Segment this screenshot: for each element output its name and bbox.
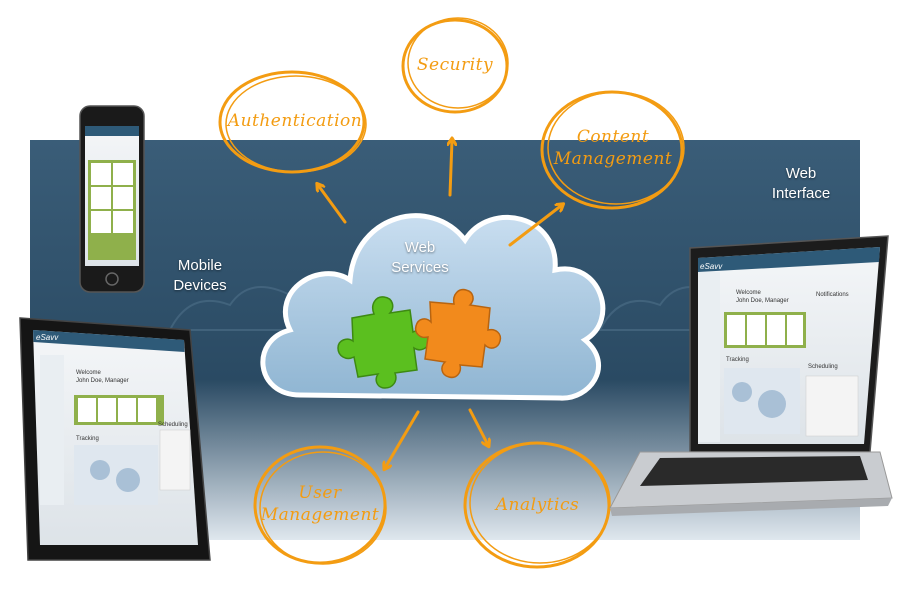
arrow-to-security [450, 140, 452, 197]
mobile-devices-line1: Mobile [177, 257, 223, 274]
green-puzzle-piece-icon [337, 296, 430, 389]
tablet-device [19, 317, 211, 561]
arrow-to-analytics [468, 408, 488, 445]
content-management-circle-stroke [547, 91, 685, 205]
analytics-circle-stroke [469, 442, 611, 564]
content-management-label: Content Management [545, 126, 681, 170]
web-services-label: Web Services [380, 238, 460, 278]
mobile-devices-label: Mobile Devices [160, 256, 240, 296]
smartphone-device [79, 105, 145, 293]
laptop-scheduling-heading: Scheduling [808, 364, 838, 370]
tablet-welcome-text: Welcome [76, 370, 101, 376]
laptop-welcome-text: Welcome [736, 290, 761, 296]
arrow-to-user-management [385, 410, 420, 468]
web-services-line2: Services [391, 259, 449, 276]
content-management-line2: Management [553, 149, 673, 169]
arrow-to-content-management [508, 205, 562, 247]
arrow-to-authentication [318, 185, 347, 224]
security-circle-stroke [407, 17, 509, 109]
security-label: Security [416, 55, 494, 75]
mobile-devices-line2: Devices [173, 277, 227, 294]
analytics-label: Analytics [495, 495, 580, 515]
user-management-line2: Management [260, 505, 380, 525]
tablet-scheduling-heading: Scheduling [158, 422, 188, 428]
orange-puzzle-piece-icon [414, 288, 502, 379]
laptop-tracking-heading: Tracking [726, 357, 749, 363]
laptop-device [609, 235, 893, 516]
user-management-label: User Management [255, 482, 385, 526]
tablet-tracking-heading: Tracking [76, 436, 99, 442]
web-interface-label: Web Interface [756, 164, 846, 204]
web-interface-line2: Interface [771, 185, 831, 202]
web-services-line1: Web [404, 239, 436, 256]
laptop-brand-logo: eSavv [700, 262, 723, 271]
tablet-brand-logo: eSavv [36, 333, 59, 342]
user-management-line1: User [298, 483, 342, 503]
laptop-notifications-heading: Notifications [816, 292, 849, 298]
tablet-user-name: John Doe, Manager [76, 378, 129, 384]
content-management-line1: Content [576, 127, 650, 147]
user-management-circle [253, 445, 387, 565]
authentication-circle-stroke [225, 75, 367, 173]
web-interface-line1: Web [785, 165, 817, 182]
security-circle [401, 18, 509, 114]
laptop-user-name: John Doe, Manager [736, 298, 789, 304]
user-management-circle-stroke [259, 451, 387, 565]
authentication-label: Authentication [227, 111, 363, 131]
